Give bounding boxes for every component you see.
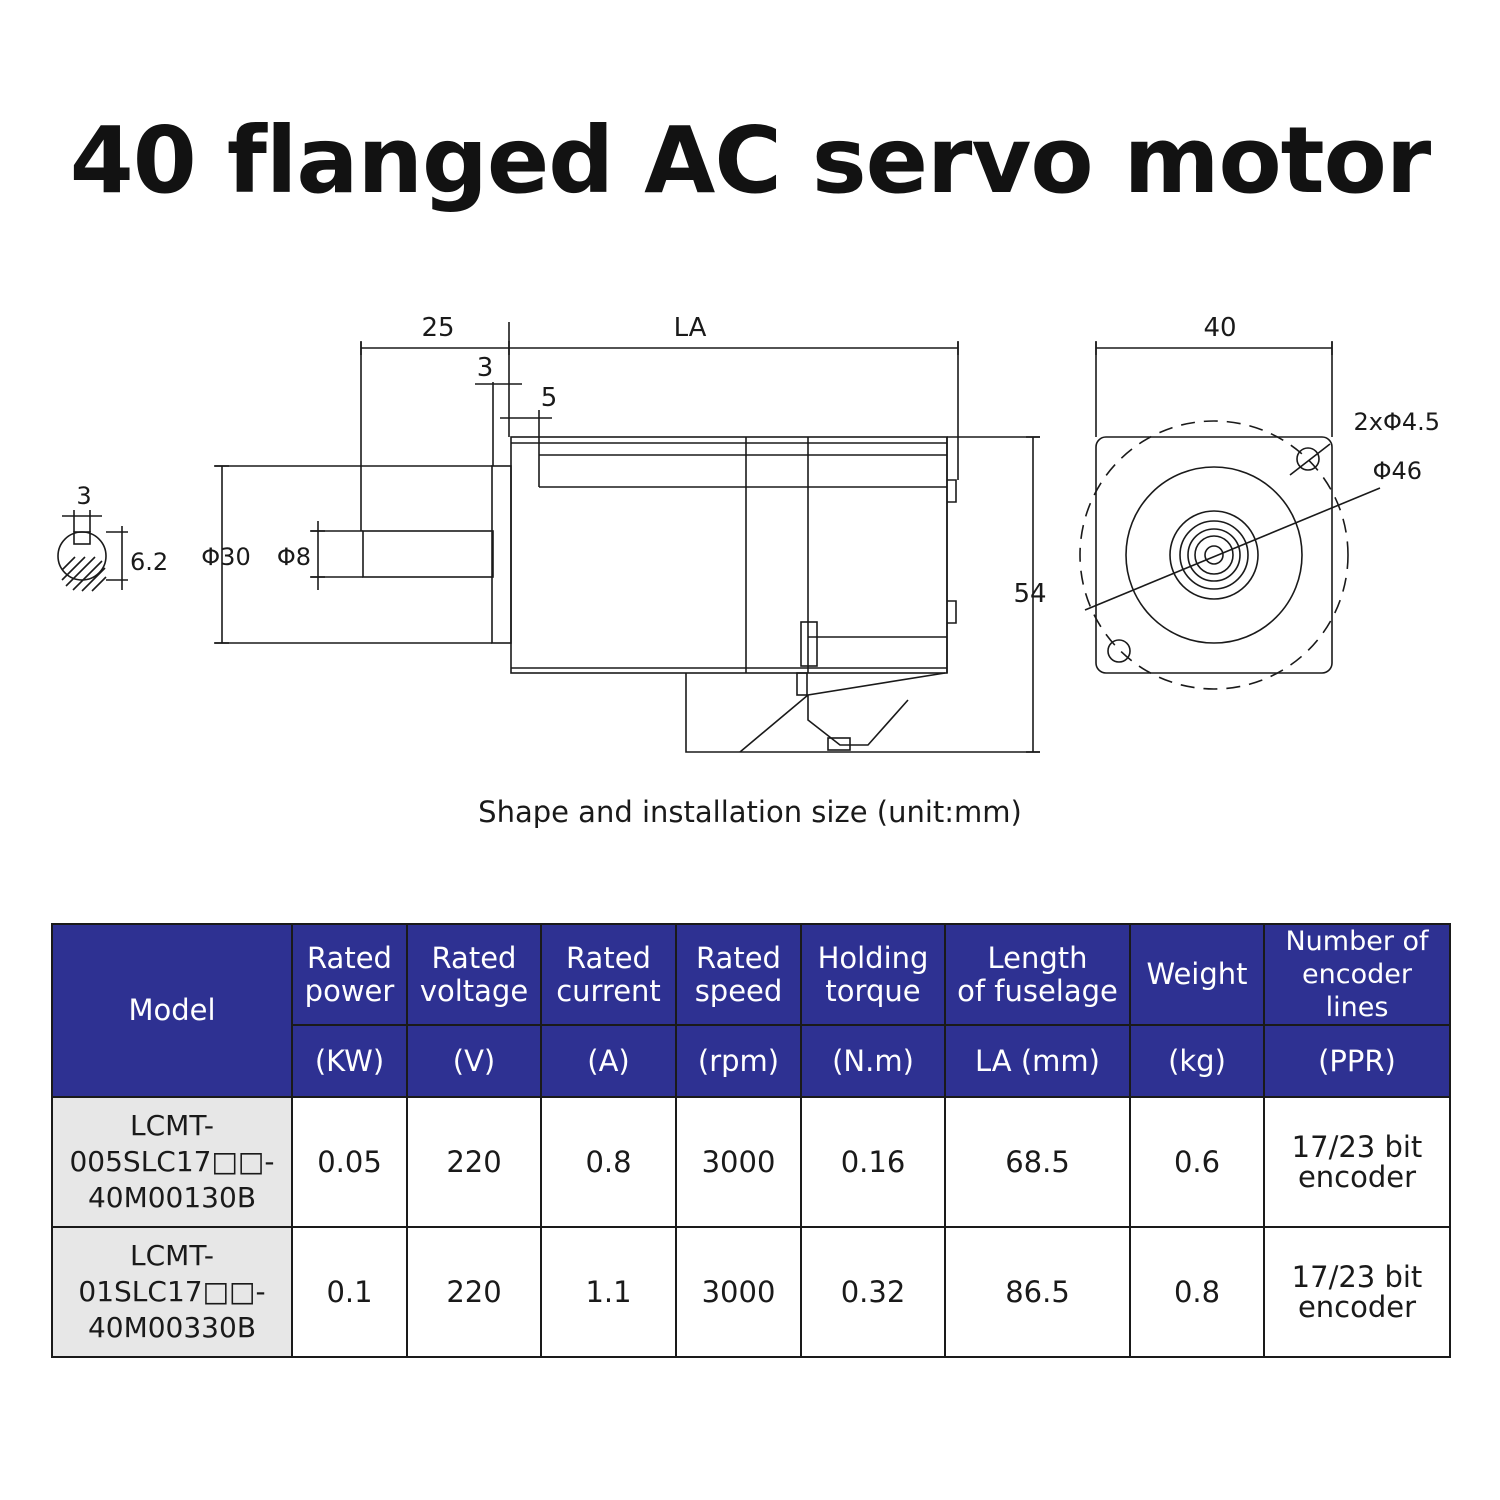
motor-front-view [1079, 342, 1381, 690]
dim-mount-holes: 2xΦ4.5 [1353, 408, 1440, 436]
dim-pitch-circle: Φ46 [1373, 457, 1422, 485]
unit-length: LA (mm) [944, 1024, 1131, 1098]
unit-torque: (N.m) [800, 1024, 946, 1098]
unit-weight: (kg) [1129, 1024, 1265, 1098]
dim-body-length: LA [674, 313, 707, 343]
cell-speed: 3000 [675, 1096, 802, 1228]
drawing-caption: Shape and installation size (unit:mm) [478, 795, 1022, 829]
unit-current: (A) [540, 1024, 677, 1098]
cell-torque: 0.32 [800, 1226, 946, 1358]
dim-shaft-length: 25 [421, 313, 454, 343]
header-model: Model [51, 923, 293, 1098]
dim-shaft-diameter: Φ8 [277, 543, 311, 571]
unit-speed: (rpm) [675, 1024, 802, 1098]
dim-spigot-diameter: Φ30 [201, 543, 250, 571]
unit-encoder: (PPR) [1263, 1024, 1451, 1098]
cell-length: 86.5 [944, 1226, 1131, 1358]
cell-weight: 0.8 [1129, 1226, 1265, 1358]
unit-voltage: (V) [406, 1024, 542, 1098]
cell-torque: 0.16 [800, 1096, 946, 1228]
page-title: 40 flanged AC servo motor [69, 107, 1431, 214]
cell-current: 1.1 [540, 1226, 677, 1358]
table-row: LCMT-01SLC17□□-40M00330B 0.1 220 1.1 300… [51, 1226, 1451, 1358]
cell-voltage: 220 [406, 1226, 542, 1358]
cell-model: LCMT-01SLC17□□-40M00330B [51, 1226, 293, 1358]
dimension-drawing: 25 LA 3 5 3 6.2 Φ30 Φ8 54 40 2xΦ4.5 Φ46 [0, 290, 1500, 790]
dim-key-depth: 6.2 [130, 548, 168, 576]
dim-flange-width: 40 [1203, 313, 1236, 343]
dim-key-width: 3 [76, 482, 91, 510]
motor-side-view [214, 322, 1040, 753]
cell-weight: 0.6 [1129, 1096, 1265, 1228]
header-weight: Weight [1129, 923, 1265, 1026]
table-row: LCMT-005SLC17□□-40M00130B 0.05 220 0.8 3… [51, 1096, 1451, 1228]
shaft-section [57, 510, 128, 592]
cell-model: LCMT-005SLC17□□-40M00130B [51, 1096, 293, 1228]
cell-speed: 3000 [675, 1226, 802, 1358]
dim-flange-thickness: 3 [477, 353, 494, 383]
cell-length: 68.5 [944, 1096, 1131, 1228]
cell-current: 0.8 [540, 1096, 677, 1228]
cell-voltage: 220 [406, 1096, 542, 1228]
dim-flange-step: 5 [541, 383, 558, 413]
dim-height: 54 [1013, 579, 1046, 609]
dimension-ticks [215, 341, 1333, 753]
cell-power: 0.05 [291, 1096, 408, 1228]
cell-power: 0.1 [291, 1226, 408, 1358]
unit-power: (KW) [291, 1024, 408, 1098]
